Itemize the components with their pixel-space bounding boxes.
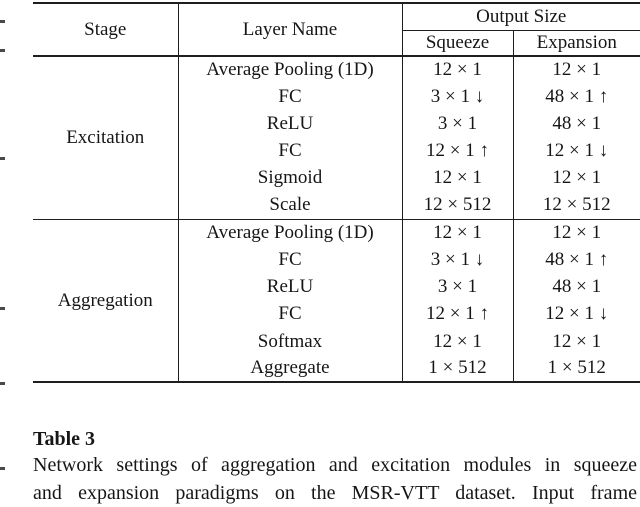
table-section-aggregation: Aggregation Average Pooling (1D) 12 × 1 … bbox=[33, 219, 640, 382]
stage-cell-aggregation: Aggregation bbox=[33, 219, 178, 382]
header-expansion: Expansion bbox=[513, 30, 640, 56]
table-row: Excitation Average Pooling (1D) 12 × 1 1… bbox=[33, 56, 640, 83]
cell-layer-name: Average Pooling (1D) bbox=[178, 56, 402, 83]
cell-squeeze: 12 × 1 bbox=[402, 219, 513, 246]
cell-squeeze: 12 × 1 bbox=[402, 56, 513, 83]
cell-squeeze: 3 × 1 ↓ bbox=[402, 83, 513, 110]
header-layer-name: Layer Name bbox=[178, 3, 402, 56]
cell-layer-name: Softmax bbox=[178, 328, 402, 355]
table-header: Stage Layer Name Output Size Squeeze Exp… bbox=[33, 3, 640, 56]
left-edge-artifact-mark bbox=[0, 467, 5, 470]
table-caption: Network settings of aggregation and exci… bbox=[33, 452, 637, 507]
cell-expansion: 48 × 1 bbox=[513, 274, 640, 301]
cell-squeeze: 3 × 1 ↓ bbox=[402, 246, 513, 273]
cell-expansion: 12 × 1 bbox=[513, 328, 640, 355]
cell-expansion: 1 × 512 bbox=[513, 355, 640, 382]
cell-expansion: 12 × 1 bbox=[513, 56, 640, 83]
cell-expansion: 12 × 1 bbox=[513, 219, 640, 246]
cell-squeeze: 12 × 1 bbox=[402, 328, 513, 355]
cell-layer-name: Scale bbox=[178, 192, 402, 219]
cell-squeeze: 3 × 1 bbox=[402, 274, 513, 301]
caption-line: Network settings of aggregation and exci… bbox=[33, 452, 637, 480]
cell-squeeze: 3 × 1 bbox=[402, 110, 513, 137]
header-squeeze: Squeeze bbox=[402, 30, 513, 56]
caption-line: and expansion paradigms on the MSR-VTT d… bbox=[33, 480, 637, 507]
cell-layer-name: FC bbox=[178, 246, 402, 273]
cell-layer-name: ReLU bbox=[178, 274, 402, 301]
left-edge-artifact-mark bbox=[0, 157, 5, 160]
cell-squeeze: 12 × 1 ↑ bbox=[402, 138, 513, 165]
table-row: Aggregation Average Pooling (1D) 12 × 1 … bbox=[33, 219, 640, 246]
cell-expansion: 12 × 512 bbox=[513, 192, 640, 219]
cell-expansion: 12 × 1 bbox=[513, 165, 640, 192]
header-stage: Stage bbox=[33, 3, 178, 56]
left-edge-artifact-mark bbox=[0, 382, 5, 385]
cell-squeeze: 1 × 512 bbox=[402, 355, 513, 382]
cell-layer-name: FC bbox=[178, 138, 402, 165]
cell-expansion: 12 × 1 ↓ bbox=[513, 138, 640, 165]
cell-squeeze: 12 × 1 bbox=[402, 165, 513, 192]
header-row: Stage Layer Name Output Size bbox=[33, 3, 640, 30]
cell-expansion: 48 × 1 ↑ bbox=[513, 246, 640, 273]
cell-layer-name: Average Pooling (1D) bbox=[178, 219, 402, 246]
left-edge-artifact-mark bbox=[0, 20, 5, 23]
cell-layer-name: Sigmoid bbox=[178, 165, 402, 192]
network-settings-table: Stage Layer Name Output Size Squeeze Exp… bbox=[33, 2, 640, 383]
stage-cell-excitation: Excitation bbox=[33, 56, 178, 219]
left-edge-artifact-mark bbox=[0, 49, 5, 52]
table-caption-label: Table 3 bbox=[33, 427, 95, 451]
left-edge-artifact-mark bbox=[0, 307, 5, 310]
cell-expansion: 48 × 1 ↑ bbox=[513, 83, 640, 110]
cell-layer-name: Aggregate bbox=[178, 355, 402, 382]
cell-squeeze: 12 × 512 bbox=[402, 192, 513, 219]
cell-squeeze: 12 × 1 ↑ bbox=[402, 301, 513, 328]
cell-expansion: 12 × 1 ↓ bbox=[513, 301, 640, 328]
cell-layer-name: ReLU bbox=[178, 110, 402, 137]
table-section-excitation: Excitation Average Pooling (1D) 12 × 1 1… bbox=[33, 56, 640, 219]
cell-layer-name: FC bbox=[178, 301, 402, 328]
cell-layer-name: FC bbox=[178, 83, 402, 110]
header-output-size: Output Size bbox=[402, 3, 640, 30]
cell-expansion: 48 × 1 bbox=[513, 110, 640, 137]
